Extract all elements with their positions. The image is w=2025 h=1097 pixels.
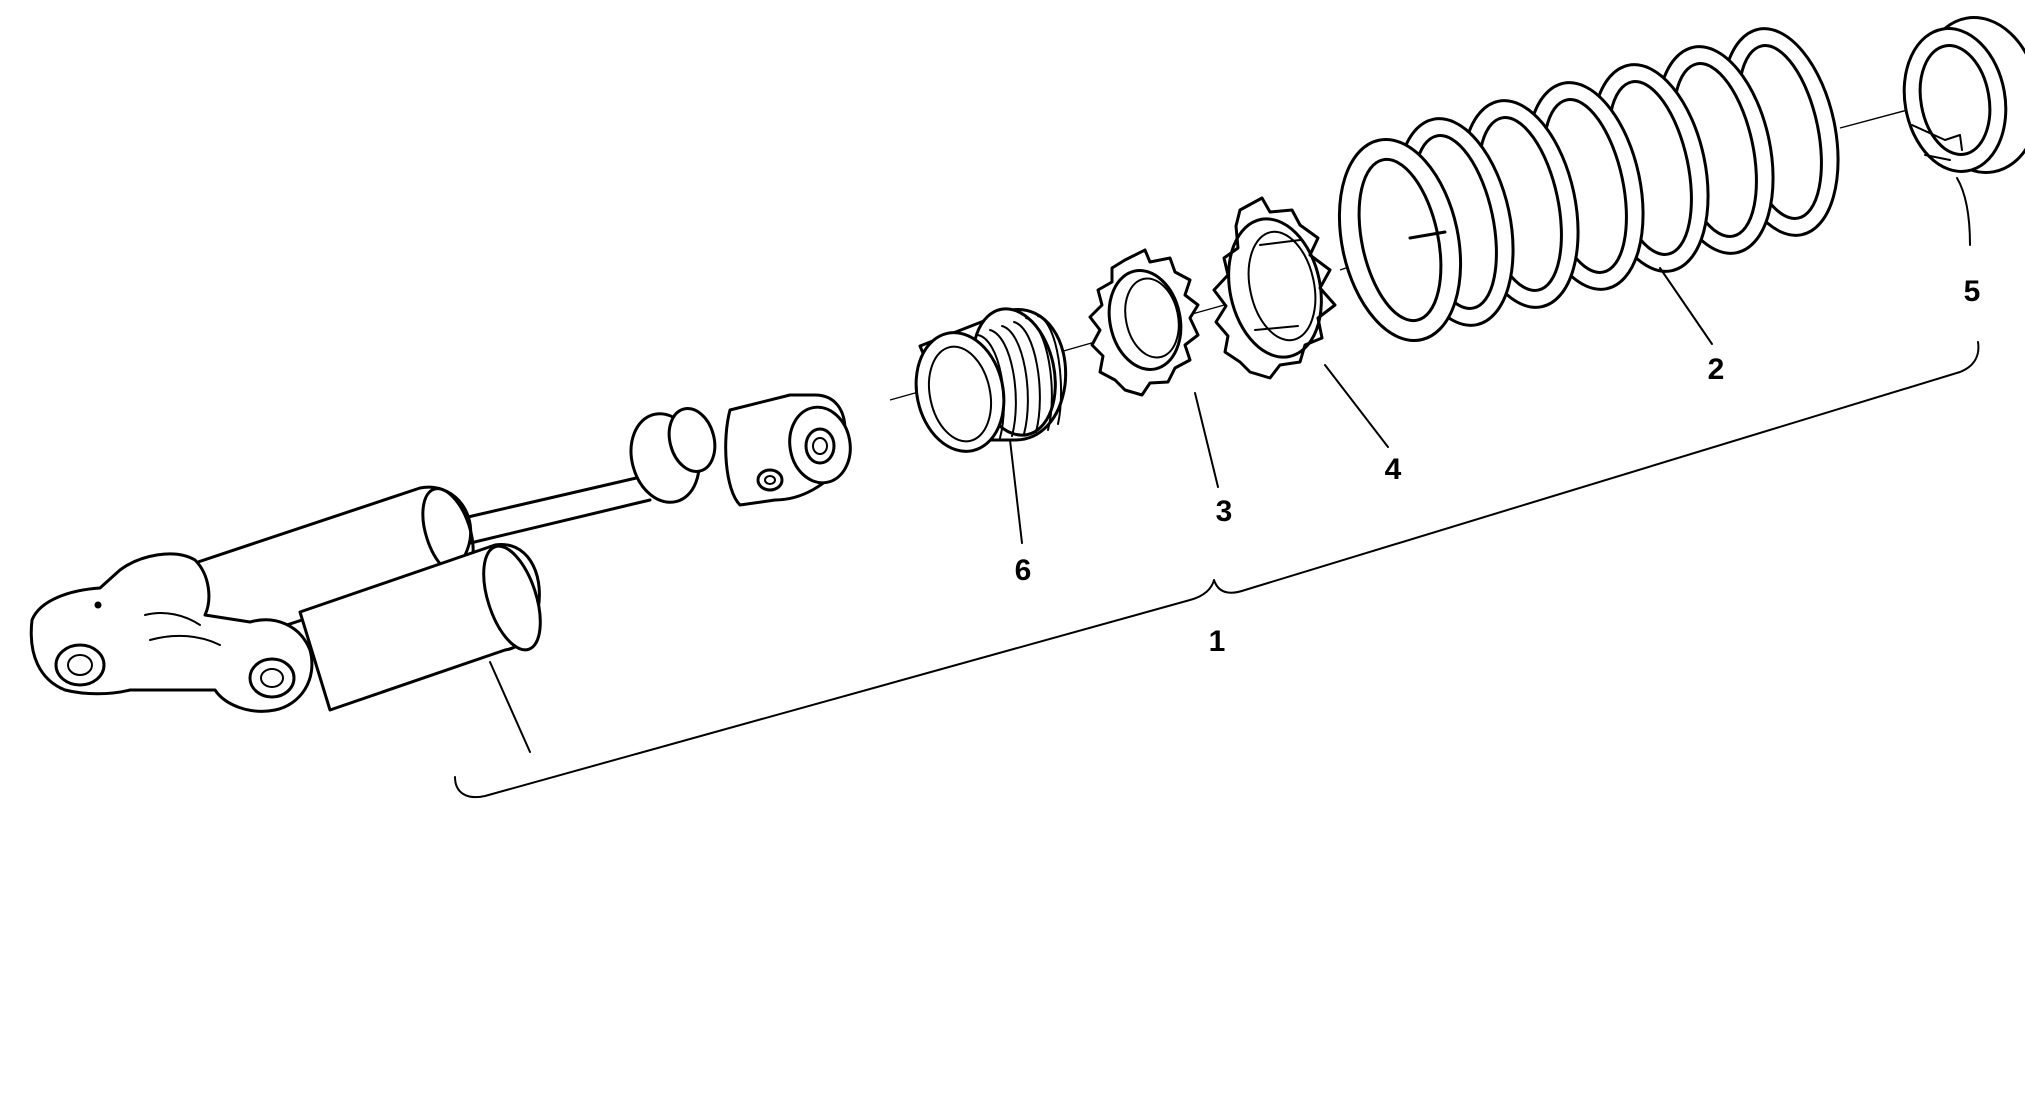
top-mount-eye xyxy=(629,393,852,507)
callout-3: 3 xyxy=(1216,495,1233,528)
part-3-lock-ring xyxy=(1088,248,1200,397)
shock-absorber-body xyxy=(29,474,652,713)
callout-4: 4 xyxy=(1385,453,1402,486)
assembly-bracket xyxy=(454,341,1980,798)
part-6-threaded-sleeve xyxy=(914,307,1068,453)
leader-lines xyxy=(489,177,1971,753)
callout-1: 1 xyxy=(1209,625,1226,658)
callout-6: 6 xyxy=(1015,554,1032,587)
part-2-coil-spring xyxy=(1337,27,1840,342)
part-4-preload-nut xyxy=(1212,196,1337,380)
callout-2: 2 xyxy=(1708,353,1725,386)
callout-5: 5 xyxy=(1964,275,1981,308)
part-5-spring-retainer xyxy=(1902,16,2025,174)
